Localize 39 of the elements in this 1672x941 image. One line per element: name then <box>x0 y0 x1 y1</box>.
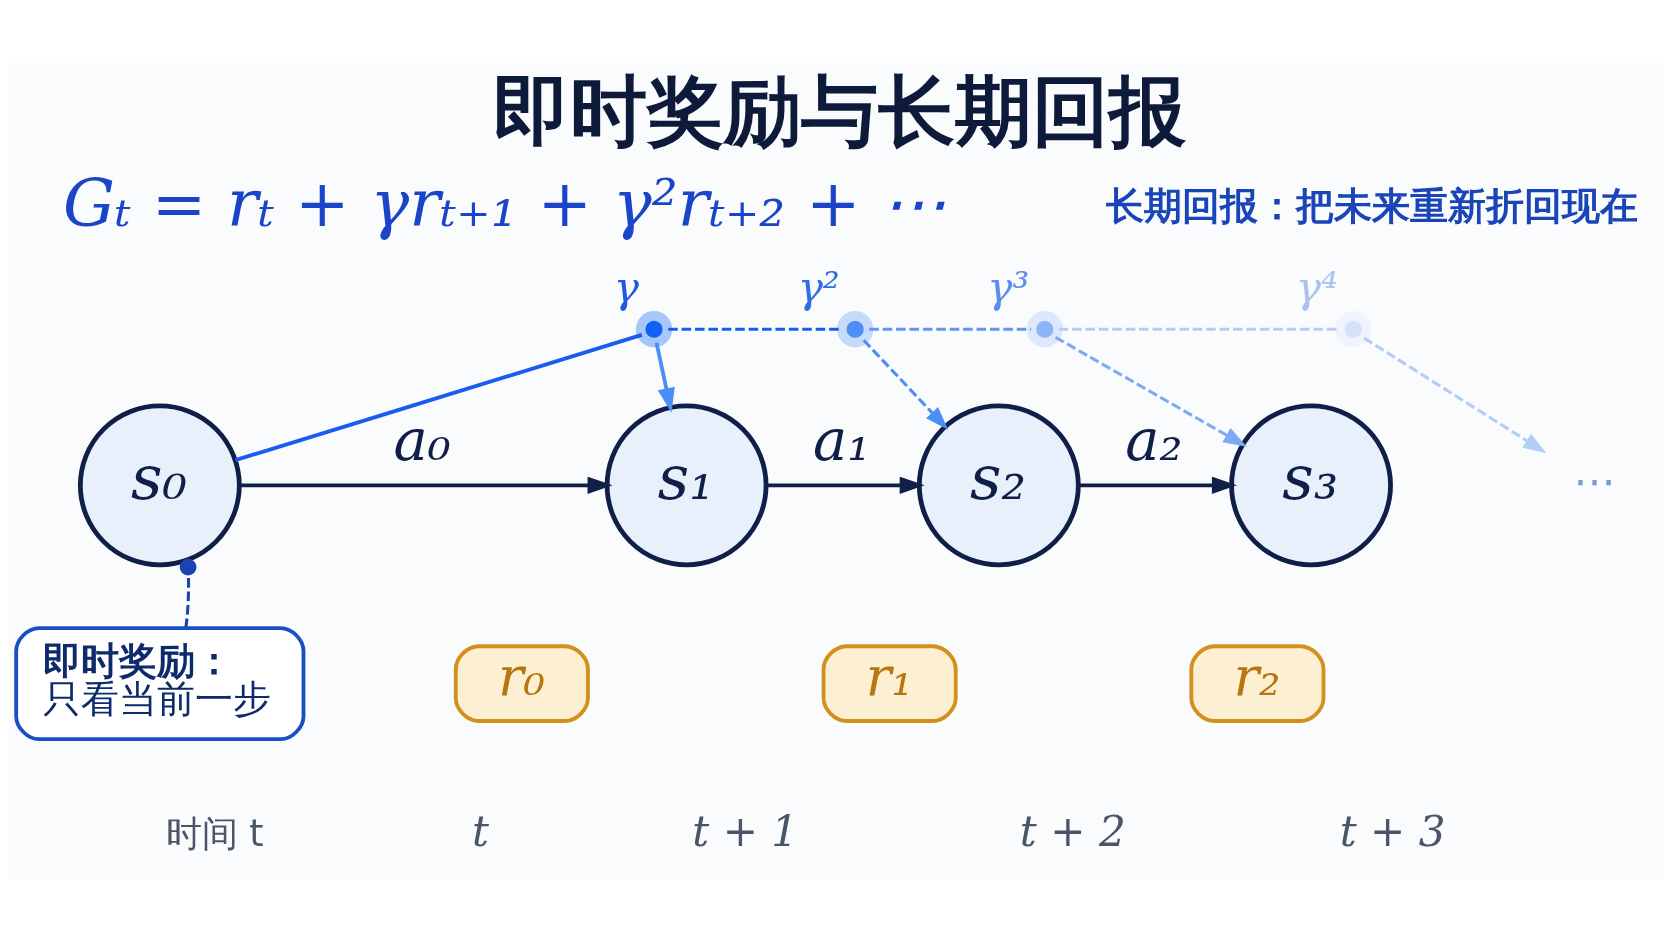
node-circle <box>635 310 673 347</box>
arrow <box>1363 336 1547 453</box>
label: 长期回报：把未来重新折回现在 <box>1106 182 1639 228</box>
node-box: r₁ <box>821 643 958 723</box>
arrow <box>1078 476 1237 494</box>
node-label: γ² <box>797 262 840 312</box>
arrow <box>766 476 925 494</box>
node-label: γ⁴ <box>1295 262 1338 312</box>
label: t + 1 <box>692 806 799 856</box>
node-circle <box>836 310 874 347</box>
edge-label: a₀ <box>393 406 451 474</box>
connector <box>234 332 643 462</box>
label: t <box>472 806 489 856</box>
node-box: r₂ <box>1189 643 1326 723</box>
label: Gₜ = rₜ + γrₜ₊₁ + γ²rₜ₊₂ + ⋯ <box>63 165 947 241</box>
edge-label: a₂ <box>1125 406 1183 474</box>
label: t + 3 <box>1339 806 1446 856</box>
arrow <box>862 338 949 430</box>
node-label: γ <box>613 262 639 312</box>
arrow <box>654 341 675 413</box>
node-circle: s₃ <box>1229 402 1393 567</box>
node-circle: s₂ <box>916 402 1081 567</box>
node-text: ⋯ <box>1573 456 1616 506</box>
node-circle <box>1335 310 1372 347</box>
connector <box>668 327 842 331</box>
node-box: r₀ <box>453 643 590 723</box>
node-circle: s₁ <box>604 402 769 567</box>
label: t + 2 <box>1019 806 1126 856</box>
node-label: γ³ <box>987 262 1030 312</box>
node-box: 即时奖励： 只看当前一步 <box>14 625 306 741</box>
edge-label: a₁ <box>813 406 871 474</box>
connector <box>179 558 197 628</box>
node-circle <box>1026 310 1063 347</box>
node-circle: s₀ <box>77 402 242 567</box>
diagram-title: 即时奖励与长期回报 <box>493 66 1187 156</box>
connector <box>869 327 1032 331</box>
arrow <box>239 476 613 494</box>
arrow <box>1054 335 1247 447</box>
label: 时间 t <box>165 811 264 855</box>
